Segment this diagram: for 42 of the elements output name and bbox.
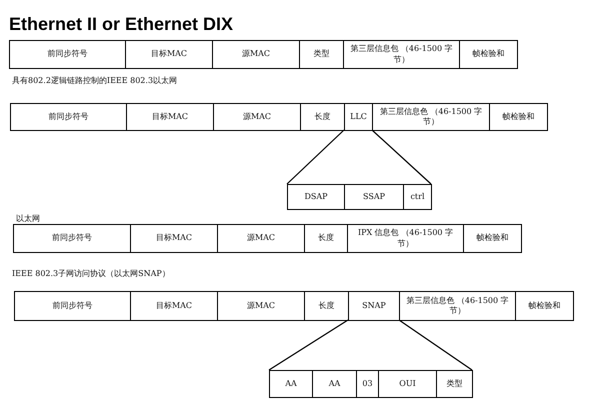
expansion-line: [268, 320, 348, 370]
frame-field: 目标MAC: [130, 224, 218, 253]
frame-field: 源MAC: [217, 291, 305, 321]
frame-field: 第三层信息色 （46-1500 字节）: [399, 291, 516, 321]
frame-field: SNAP: [348, 291, 400, 321]
frame-field: 源MAC: [212, 40, 300, 69]
frame-format-heading: 具有802.2逻辑链路控制的IEEE 802.3以太网: [12, 75, 178, 86]
frame-field: 前同步符号: [14, 291, 131, 321]
frame-field: 前同步符号: [10, 103, 127, 131]
frame-field: 帧检验和: [459, 40, 518, 69]
frame-field: 类型: [299, 40, 344, 69]
expansion-line: [398, 320, 472, 370]
diagram-title: Ethernet II or Ethernet DIX: [9, 14, 234, 35]
frame-field: 第三层信息色 （46-1500 字节）: [372, 103, 490, 131]
frame-field: OUI: [378, 370, 437, 398]
frame-field: AA: [312, 370, 357, 398]
frame-format-heading: IEEE 802.3子网访问协议（以太网SNAP）: [12, 268, 170, 279]
frame-field: DSAP: [287, 184, 345, 210]
frame-field: 前同步符号: [9, 40, 126, 69]
frame-field: 类型: [436, 370, 473, 398]
frame-field: 目标MAC: [125, 40, 213, 69]
frame-field: SSAP: [344, 184, 404, 210]
frame-field: 长度: [300, 103, 345, 131]
frame-field: 帧检验和: [515, 291, 574, 321]
frame-field: 目标MAC: [126, 103, 214, 131]
frame-field: 前同步符号: [13, 224, 131, 253]
frame-field: 目标MAC: [130, 291, 218, 321]
frame-field: AA: [269, 370, 313, 398]
frame-field: 第三层信息包 （46-1500 字节）: [343, 40, 460, 69]
expansion-line: [372, 130, 432, 184]
frame-field: 源MAC: [217, 224, 305, 253]
frame-field: LLC: [344, 103, 373, 131]
frame-field: 03: [356, 370, 379, 398]
expansion-line: [286, 130, 344, 184]
frame-field: IPX 信息包 （46-1500 字节）: [347, 224, 464, 253]
frame-field: ctrl: [403, 184, 432, 210]
frame-field: 长度: [304, 224, 348, 253]
frame-field: 帧检验和: [463, 224, 522, 253]
frame-field: 帧检验和: [489, 103, 548, 131]
frame-field: 长度: [304, 291, 349, 321]
frame-field: 源MAC: [213, 103, 301, 131]
frame-format-heading: 以太网: [16, 213, 40, 224]
